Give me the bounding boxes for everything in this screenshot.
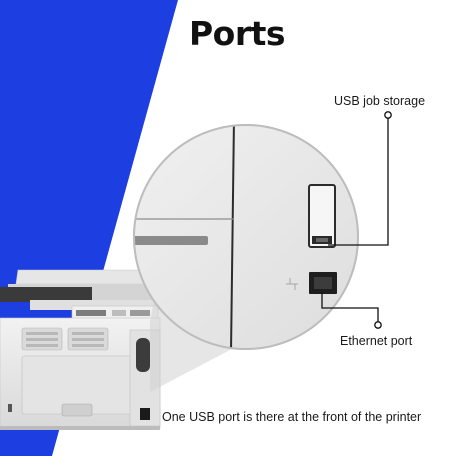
printer-image [0, 269, 161, 430]
magnified-port-view [133, 124, 359, 350]
ethernet-callout-line [321, 292, 382, 329]
usb-callout-line [328, 111, 392, 246]
network-port-icon [286, 278, 298, 290]
ethernet-callout-label: Ethernet port [340, 334, 413, 348]
caption-text: One USB port is there at the front of th… [162, 410, 422, 424]
page-title: Ports [188, 14, 286, 53]
usb-callout-label: USB job storage [334, 94, 426, 108]
